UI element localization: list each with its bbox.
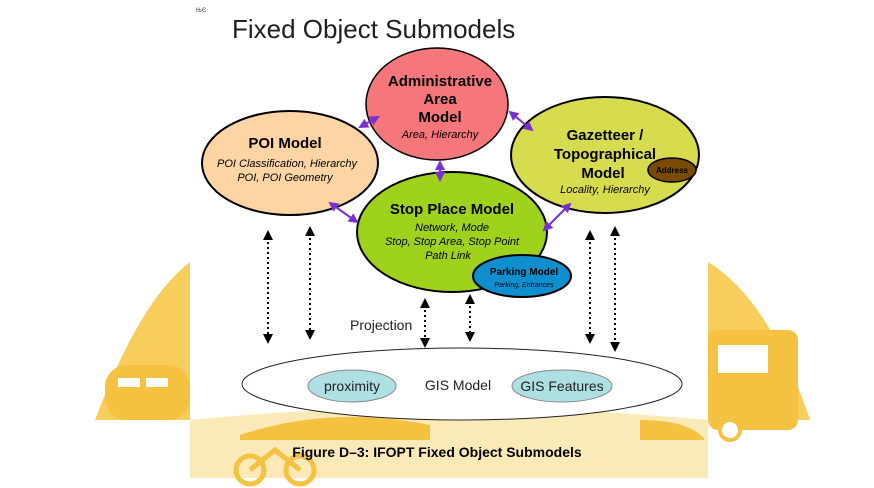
gis-model-label: GIS Model <box>425 377 491 393</box>
gis-chip-features <box>511 369 613 403</box>
stop-sub3: Path Link <box>425 250 471 262</box>
gazetteer-line1: Gazetteer / <box>567 127 645 144</box>
gazetteer-line3: Model <box>581 165 624 182</box>
admin-line1: Administrative <box>388 73 492 90</box>
gazetteer-sub: Locality, Hierarchy <box>560 184 651 196</box>
poi-title: POI Model <box>248 135 321 152</box>
gazetteer-line2: Topographical <box>554 146 656 163</box>
vehicle-watermark <box>95 262 810 487</box>
stop-title: Stop Place Model <box>390 201 514 218</box>
parking-sub: Parking, Entrances <box>494 282 554 289</box>
poi-sub2: POI, POI Geometry <box>237 172 334 184</box>
parking-title: Parking Model <box>490 267 559 278</box>
parking-model-node: Parking Model Parking, Entrances <box>472 254 572 298</box>
gis-chip-proximity <box>307 369 397 403</box>
poi-model-node: POI Model POI Classification, Hierarchy … <box>201 110 379 216</box>
gis-proximity-label: proximity <box>324 378 380 394</box>
admin-line3: Model <box>418 109 461 126</box>
gis-model-node: proximity GIS Model GIS Features <box>241 347 683 421</box>
admin-area-model-node: Administrative Area Model Area, Hierarch… <box>365 47 509 161</box>
admin-sub: Area, Hierarchy <box>401 129 480 141</box>
address-badge-label: Address <box>656 166 689 175</box>
gazetteer-model-node: Gazetteer / Topographical Model Locality… <box>510 96 700 214</box>
admin-line2: Area <box>423 91 457 108</box>
projection-label: Projection <box>350 317 412 333</box>
bicycle-icon <box>283 453 317 487</box>
car-icon <box>240 417 430 440</box>
address-badge <box>647 157 697 183</box>
poi-sub1: POI Classification, Hierarchy <box>217 158 358 170</box>
gis-features-label: GIS Features <box>520 378 603 394</box>
slide-title: Fixed Object Submodels <box>232 14 516 44</box>
stop-sub1: Network, Mode <box>415 222 489 234</box>
figure-caption: Figure D–3: IFOPT Fixed Object Submodels <box>292 444 582 460</box>
projection-arrows <box>263 226 620 352</box>
stop-sub2: Stop, Stop Area, Stop Point <box>385 236 520 248</box>
train-icon <box>105 365 190 420</box>
association-connectors <box>328 110 572 232</box>
corner-mark: ЊЄ <box>196 8 207 14</box>
